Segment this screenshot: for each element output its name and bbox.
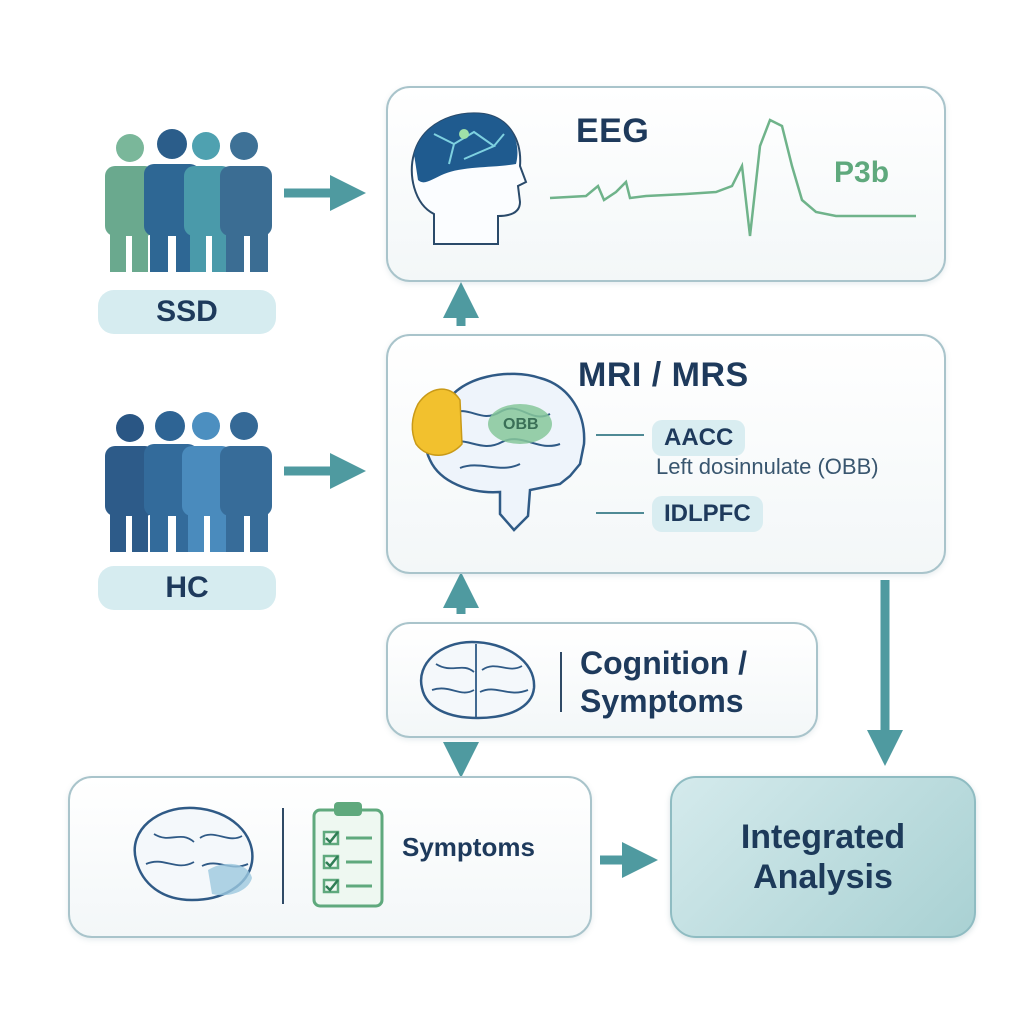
eeg-title: EEG <box>576 112 650 150</box>
p3b-label: P3b <box>834 156 890 189</box>
checklist-icon <box>312 802 384 908</box>
integrated-line-1: Integrated <box>740 818 906 856</box>
integrated-line-2: Analysis <box>753 858 893 896</box>
cognition-title-line-1: Cognition / <box>580 645 748 681</box>
region-1-connector <box>596 434 644 436</box>
hc-people-icon <box>105 411 272 552</box>
cognition-brain-icon <box>419 640 536 720</box>
eeg-waveform <box>549 118 916 237</box>
mri-title: MRI / MRS <box>578 356 749 394</box>
region-2-connector <box>596 512 644 514</box>
cognition-title: Cognition / Symptoms <box>580 644 747 720</box>
cognition-title-line-2: Symptoms <box>580 683 744 719</box>
eeg-head-icon <box>410 112 528 245</box>
symptoms-divider <box>282 808 284 904</box>
mri-brain-icon <box>411 372 586 532</box>
integrated-analysis-box: Integrated Analysis <box>670 776 976 938</box>
region-dlpfc: IDLPFC <box>652 496 763 532</box>
region-aacc: AACC <box>652 420 746 456</box>
region-aacc-subtitle: Left dosinnulate (OBB) <box>656 454 879 479</box>
cognition-divider <box>560 652 562 712</box>
symptoms-label: Symptoms <box>402 832 535 862</box>
ssd-people-icon <box>105 129 272 272</box>
symptoms-brain-icon <box>133 806 254 902</box>
hc-label: HC <box>98 566 276 610</box>
ssd-label: SSD <box>98 290 276 334</box>
mri-brain-tag: OBB <box>503 416 539 433</box>
